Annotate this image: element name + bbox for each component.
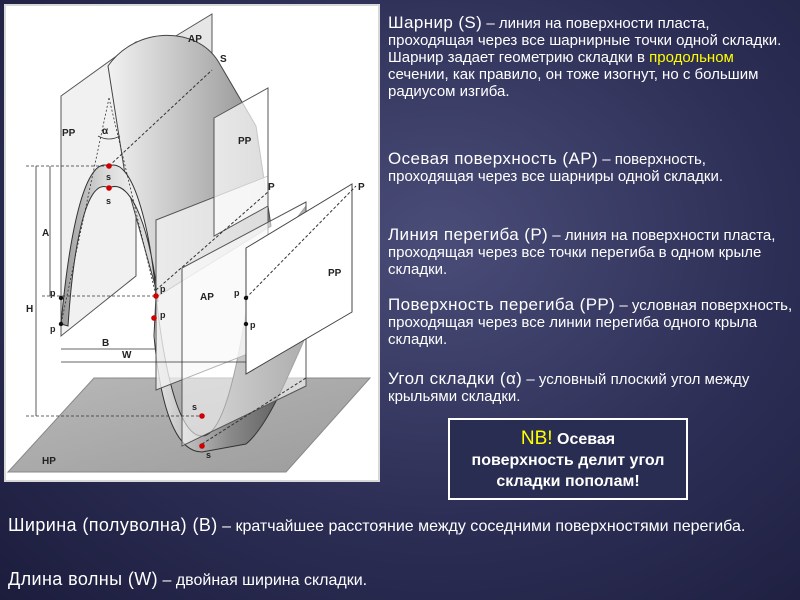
term-wavelength: Длина волны (W) [8,569,159,589]
definition-width-text: кратчайшее расстояние между соседними по… [235,518,746,535]
alpha-line-left [60,97,110,325]
nb-label: NB! [520,428,553,449]
label-s-crest: s [106,172,111,182]
point-s-crest [106,163,112,169]
label-pp-right: PP [328,268,342,279]
point-p-left-inner [151,315,157,321]
fold-diagram-svg: AP S PP α PP P P PP AP A H B W s s p p p… [6,13,372,473]
label-ap-mid: AP [200,292,214,303]
definition-width: Ширина (полуволна) (B) – кратчайшее расс… [8,515,746,535]
nb-text-3: складки пополам! [496,473,640,490]
definition-wavelength-text: двойная ширина складки. [175,572,368,589]
point-s-trough [199,413,205,419]
label-a: A [42,228,49,239]
definition-hinge: Шарнир (S) – линия на поверхности пласта… [388,13,782,100]
point-p-left [153,293,159,299]
label-p-left-inner: p [160,310,166,320]
alpha-line-right [108,97,157,297]
term-fold-angle: Угол складки (α) [388,369,523,388]
label-b: B [102,338,109,349]
label-pp-mid: PP [238,136,252,147]
label-p-right: P [358,182,365,193]
label-s-trough-inner: s [206,450,211,460]
label-hp: HP [42,456,56,467]
inflection-line-right [245,185,357,299]
label-s-crest-inner: s [106,196,111,206]
term-inflection-surface: Поверхность перегиба (PP) [388,295,616,314]
label-p-black-1: p [50,288,56,298]
hinge-line-top [108,69,213,167]
point-p-black-2 [58,321,64,327]
label-p-black-3: p [234,288,240,298]
definition-fold-angle: Угол складки (α) – условный плоский угол… [388,369,750,405]
inflection-plane-right [245,183,353,375]
term-axial-surface: Осевая поверхность (AP) [388,149,599,168]
fold-diagram: AP S PP α PP P P PP AP A H B W s s p p p… [4,4,380,482]
point-p-black-3 [243,295,249,301]
term-width: Ширина (полуволна) (B) [8,515,218,535]
label-s-trough: s [192,402,197,412]
label-p-mid: P [268,182,275,193]
nb-text-2: поверхность делит угол [471,452,665,469]
definition-hinge-text-2: сечении, как правило, он тоже изогнут, н… [388,66,759,100]
definition-hinge-highlight: продольном [649,49,734,66]
label-w: W [122,350,132,361]
term-hinge: Шарнир (S) [388,13,483,32]
term-inflection-line: Линия перегиба (P) [388,225,549,244]
point-p-black-4 [243,321,249,327]
label-p-black-4: p [250,320,256,330]
nb-callout: NB! Осевая поверхность делит угол складк… [448,418,688,500]
label-pp-left: PP [62,128,76,139]
point-s-trough-inner [199,443,205,449]
label-s-top: S [220,54,227,65]
definition-inflection-surface-text: условная поверхность, проходящая через в… [388,297,793,348]
inflection-plane-mid [213,87,269,237]
point-s-crest-inner [106,185,112,191]
hinge-line-bottom [201,377,307,445]
nb-text-1: Осевая [552,431,616,448]
point-p-black-1 [58,295,64,301]
definition-inflection-line-text: линия на поверхности пласта, проходящая … [388,227,776,278]
alpha-symbol: α [505,369,517,388]
label-h: H [26,304,33,315]
alpha-arc [97,135,121,140]
label-p-black-2: p [50,324,56,334]
definition-inflection-line: Линия перегиба (P) – линия на поверхност… [388,225,776,278]
definition-fold-angle-text: условный плоский угол между крыльями скл… [388,371,750,405]
label-ap-top: AP [188,34,202,45]
label-p-left: p [160,284,166,294]
label-alpha: α [102,126,109,137]
definition-hinge-text-1: линия на поверхности пласта, проходящая … [388,15,782,66]
definition-axial-surface-text: поверхность, проходящая через все шарнир… [388,151,723,185]
definition-axial-surface: Осевая поверхность (AP) – поверхность, п… [388,149,723,185]
definition-wavelength: Длина волны (W) – двойная ширина складки… [8,569,368,589]
definition-inflection-surface: Поверхность перегиба (PP) – условная пов… [388,295,793,348]
